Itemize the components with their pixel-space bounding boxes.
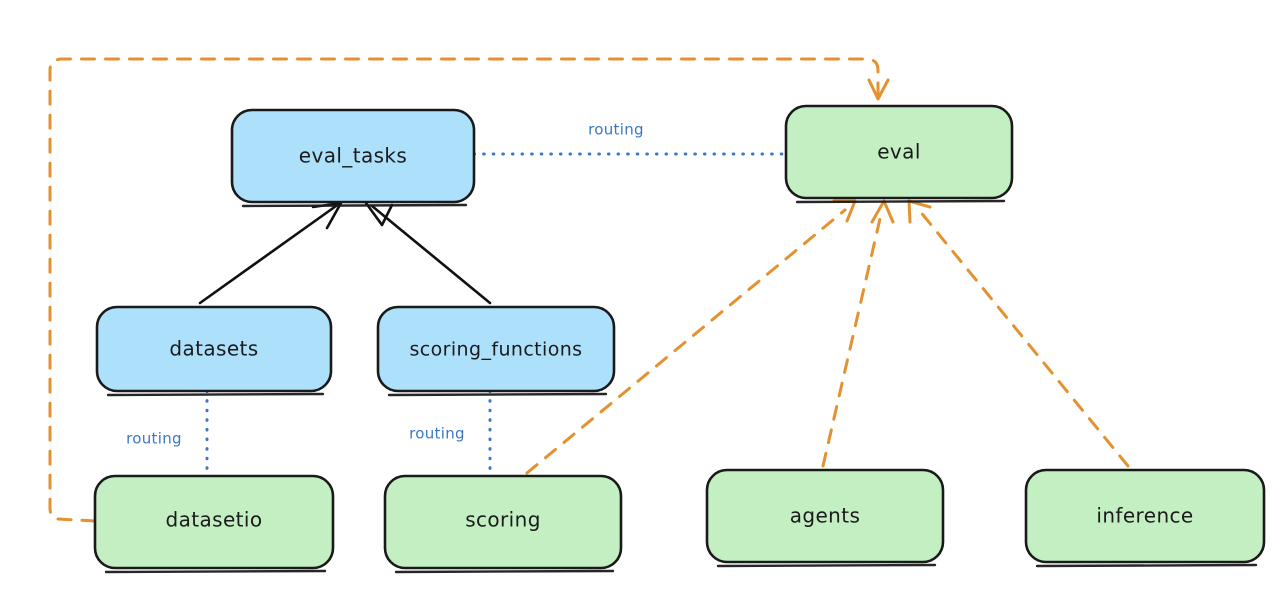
edge-layer: routing routing routing	[48, 57, 1130, 523]
edge-scoring-functions-eval-arrowhead	[364, 201, 394, 227]
edge-label-routing-datasetio: routing	[126, 430, 182, 448]
edge-datasetio-eval	[48, 57, 890, 523]
node-agents-shadow	[716, 563, 937, 568]
node-inference-shape	[1024, 468, 1266, 564]
node-scoring-functions-shadow	[387, 392, 608, 397]
edge-scoring-functions-eval-tasks-path	[370, 204, 492, 305]
edge-label-routing-eval: routing	[588, 121, 644, 139]
node-eval-tasks-label: eval_tasks	[299, 144, 407, 168]
node-eval[interactable]: eval	[784, 104, 1014, 204]
node-inference[interactable]: inference	[1024, 468, 1266, 568]
node-datasets-shape	[95, 305, 333, 393]
node-eval-tasks-shape	[230, 108, 476, 204]
node-agents-shape	[705, 468, 945, 564]
edge-scoring-functions-eval-tasks	[364, 201, 492, 305]
node-datasets-label: datasets	[169, 337, 258, 361]
node-scoring-functions-shape	[376, 305, 616, 393]
node-layer: eval_tasks eval datasets scoring_functio…	[93, 104, 1266, 574]
edge-datasets-eval-tasks-path	[198, 204, 338, 305]
edge-scoring-eval-path	[525, 208, 847, 475]
edge-inference-eval-path	[917, 208, 1130, 468]
edge-eval-tasks-eval: routing	[472, 121, 788, 156]
node-datasets-shadow	[106, 392, 325, 397]
node-eval-shadow	[795, 199, 1006, 204]
node-datasets[interactable]: datasets	[95, 305, 333, 397]
node-scoring-functions-label: scoring_functions	[410, 339, 583, 361]
node-eval-tasks[interactable]: eval_tasks	[230, 108, 476, 208]
node-scoring-shadow	[394, 569, 615, 574]
edge-inference-eval	[907, 199, 1130, 468]
node-scoring-shape	[383, 474, 623, 570]
edge-datasets-datasetio: routing	[126, 389, 209, 478]
node-datasetio-shadow	[104, 569, 327, 574]
node-eval-label: eval	[877, 140, 921, 164]
node-eval-tasks-shadow	[241, 203, 468, 208]
node-agents-label: agents	[790, 504, 861, 528]
edge-scoring-functions-scoring: routing	[409, 389, 492, 478]
node-agents[interactable]: agents	[705, 468, 945, 568]
edge-datasetio-eval-arrowhead	[867, 78, 890, 101]
node-datasetio-shape	[93, 474, 335, 570]
node-scoring-functions[interactable]: scoring_functions	[376, 305, 616, 397]
edge-datasetio-eval-path	[48, 57, 880, 523]
edge-label-routing-scoring: routing	[409, 425, 465, 443]
node-scoring[interactable]: scoring	[383, 474, 623, 574]
node-datasetio[interactable]: datasetio	[93, 474, 335, 574]
node-scoring-label: scoring	[465, 508, 541, 532]
node-eval-shape	[784, 104, 1014, 200]
node-inference-label: inference	[1096, 504, 1193, 528]
edge-agents-eval-path	[821, 208, 884, 468]
edge-agents-eval	[821, 199, 895, 468]
edge-agents-eval-arrowhead	[870, 199, 895, 224]
node-inference-shadow	[1035, 563, 1258, 568]
edge-datasets-eval-tasks	[198, 201, 343, 305]
node-datasetio-label: datasetio	[165, 508, 262, 532]
